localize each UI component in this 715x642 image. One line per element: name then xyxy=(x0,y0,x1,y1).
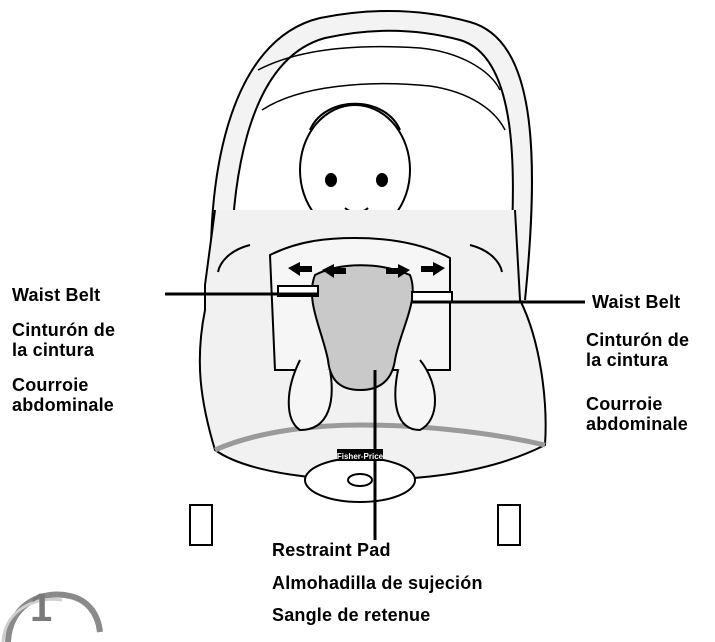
step-number: 1 xyxy=(30,586,52,631)
left-waist-belt-fr: Courroie abdominale xyxy=(12,375,114,415)
left-waist-belt-fr-line-2: abdominale xyxy=(12,395,114,415)
right-waist-belt-es-line-2: la cintura xyxy=(586,350,689,370)
restraint-pad-fr: Sangle de retenue xyxy=(272,605,430,625)
step-badge-shape xyxy=(0,582,115,642)
right-waist-belt-fr-line-1: Courroie xyxy=(586,394,688,414)
right-waist-belt-es-line-1: Cinturón de xyxy=(586,330,689,350)
left-waist-belt-es-line-1: Cinturón de xyxy=(12,320,115,340)
restraint-pad-es-line: Almohadilla de sujeción xyxy=(272,573,483,593)
right-waist-belt-en: Waist Belt xyxy=(592,292,680,312)
restraint-pad-en: Restraint Pad xyxy=(272,540,391,560)
left-waist-belt-es-line-2: la cintura xyxy=(12,340,115,360)
restraint-pad-es: Almohadilla de sujeción xyxy=(272,573,483,593)
right-waist-belt-label: Waist Belt xyxy=(592,292,680,312)
seat xyxy=(200,210,546,480)
left-waist-belt-es: Cinturón de la cintura xyxy=(12,320,115,360)
base xyxy=(190,458,520,545)
restraint-pad-fr-line: Sangle de retenue xyxy=(272,605,430,625)
left-waist-belt-en: Waist Belt xyxy=(12,285,100,305)
brand-logo-text: Fisher-Price xyxy=(337,452,384,461)
brand-logo: Fisher-Price xyxy=(337,449,384,461)
right-waist-belt-fr-line-2: abdominale xyxy=(586,414,688,434)
right-waist-belt-es: Cinturón de la cintura xyxy=(586,330,689,370)
left-waist-belt-fr-line-1: Courroie xyxy=(12,375,114,395)
right-waist-belt-fr: Courroie abdominale xyxy=(586,394,688,434)
step-badge: 1 xyxy=(0,582,115,642)
restraint-pad-label: Restraint Pad xyxy=(272,540,391,560)
left-waist-belt-label: Waist Belt xyxy=(12,285,100,305)
